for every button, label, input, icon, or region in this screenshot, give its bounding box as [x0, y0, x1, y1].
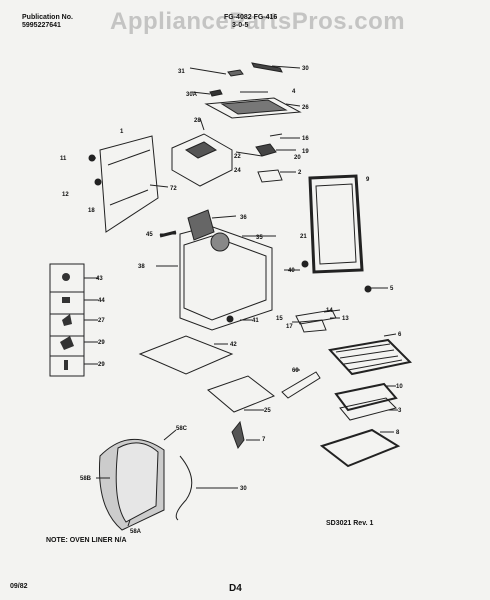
part-shape-4	[204, 97, 302, 119]
label-part-28: 28	[194, 118, 201, 124]
publication-number: 5995227641	[22, 22, 61, 29]
part-shape-6	[328, 338, 413, 376]
icon-part-44	[62, 297, 70, 303]
part-shape-35	[210, 232, 230, 252]
label-part-31: 31	[178, 69, 185, 75]
label-part-8: 8	[396, 430, 400, 436]
part-shape-1	[99, 135, 159, 233]
label-part-20: 20	[294, 155, 301, 161]
label-part-27: 27	[98, 318, 105, 324]
part-shape-9	[308, 174, 364, 274]
label-part-18: 18	[88, 208, 95, 214]
icon-part-29	[60, 336, 74, 350]
label-part-42: 42	[230, 342, 237, 348]
label-part-16: 16	[302, 136, 309, 142]
label-part-29: 29	[98, 340, 105, 346]
part-shape-28	[171, 133, 233, 187]
part-shape-16	[269, 133, 283, 137]
label-part-4: 4	[292, 89, 296, 95]
part-shape-8	[319, 428, 401, 468]
label-part-11: 11	[60, 156, 67, 162]
label-part-22: 22	[234, 154, 241, 160]
part-shape-26	[220, 99, 288, 115]
print-date: 09/82	[10, 583, 28, 590]
label-part-72: 72	[170, 186, 177, 192]
label-part-40: 40	[288, 268, 295, 274]
label-part-36: 36	[240, 215, 247, 221]
part-shape-21	[301, 260, 309, 268]
oven-liner-note: NOTE: OVEN LINER N/A	[46, 537, 127, 544]
label-part-6: 6	[398, 332, 402, 338]
page-code: D4	[229, 583, 242, 594]
part-shape-12	[94, 178, 102, 186]
icon-part-43	[62, 273, 70, 281]
part-shape-69	[281, 371, 321, 399]
part-shape-30-harness	[175, 455, 193, 521]
label-part-13: 13	[342, 316, 349, 322]
part-shape-13	[299, 319, 327, 333]
part-shape-5	[364, 285, 372, 293]
label-part-19: 19	[302, 149, 309, 155]
label-part-58b: 58B	[80, 476, 92, 482]
model-number: FG-4082 FG-416	[224, 14, 278, 21]
part-shape-2	[257, 169, 283, 183]
part-shape-42	[138, 335, 234, 375]
part-shape-31	[227, 69, 244, 77]
label-part-26: 26	[302, 105, 309, 111]
revision-code: SD3021 Rev. 1	[326, 520, 374, 527]
label-part-14: 14	[326, 308, 333, 314]
label-part-12: 12	[62, 192, 69, 198]
label-part-45: 45	[146, 232, 153, 238]
part-shape-19	[255, 143, 277, 157]
part-shape-36	[187, 209, 215, 241]
label-part-30-harness: 30	[240, 486, 247, 492]
label-part-2: 2	[298, 170, 302, 176]
part-shape-25	[207, 375, 276, 413]
label-part-69: 69	[292, 368, 299, 374]
model-code: 3-0-5	[232, 22, 249, 29]
label-part-3: 3	[398, 408, 402, 414]
publication-label: Publication No.	[22, 14, 73, 21]
label-part-1: 1	[120, 129, 124, 135]
label-part-30a: 30A	[186, 92, 198, 98]
label-part-58c: 58C	[176, 426, 188, 432]
label-part-5: 5	[390, 286, 394, 292]
label-part-9: 9	[366, 177, 370, 183]
part-shape-30a	[209, 89, 223, 97]
label-part-15: 15	[276, 316, 283, 322]
part-shape-41	[226, 315, 234, 323]
part-shape-30	[251, 62, 283, 73]
label-part-10: 10	[396, 384, 403, 390]
label-part-25: 25	[264, 408, 271, 414]
part-shape-10	[334, 382, 398, 412]
label-part-35: 35	[256, 235, 263, 241]
label-part-38: 38	[138, 264, 145, 270]
label-part-17: 17	[286, 324, 293, 330]
label-part-29b: 29	[98, 362, 105, 368]
part-shape-3	[339, 397, 397, 421]
label-part-43: 43	[96, 276, 103, 282]
label-part-21: 21	[300, 234, 307, 240]
icon-part-29b	[64, 360, 68, 370]
label-part-41: 41	[252, 318, 259, 324]
label-part-30: 30	[302, 66, 309, 72]
part-shape-7	[231, 420, 245, 450]
label-part-58a: 58A	[130, 529, 142, 535]
icon-part-27	[62, 314, 72, 326]
watermark: AppliancePartsPros.com	[110, 8, 406, 35]
label-part-7: 7	[262, 437, 266, 443]
label-part-24: 24	[234, 168, 241, 174]
label-part-44: 44	[98, 298, 105, 304]
